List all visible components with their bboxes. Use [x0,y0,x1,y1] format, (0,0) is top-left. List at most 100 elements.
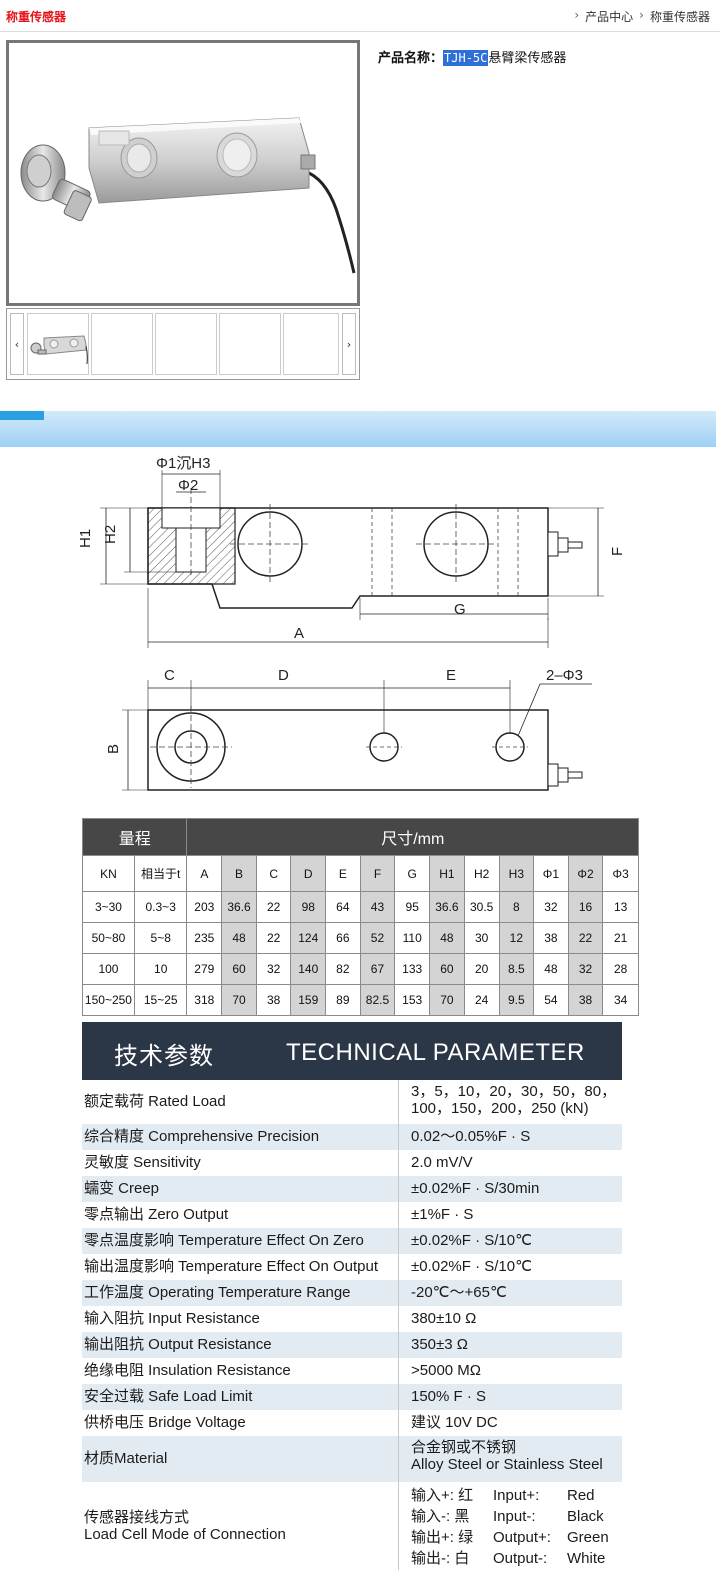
col-header: H1 [429,855,465,892]
table-column-header: KN 相当于t A B C D E F G H1 H2 H3 Φ1 Φ2 Φ3 [82,855,639,892]
table-cell: 12 [498,922,535,954]
wire-cn: 输入-: 黑 [411,1508,470,1526]
load-cell-thumbnail [30,335,88,365]
label-h2: H2 [102,525,119,544]
wire-color: White [567,1550,606,1568]
table-cell: 20 [463,953,500,985]
section-band-tab [0,411,44,420]
thumbnail-5[interactable] [283,313,339,375]
param-value: 380±10 Ω [398,1306,622,1332]
wire-cn: 输入+: 红 [411,1487,474,1505]
product-model: TJH-5C [443,50,489,66]
param-value: ±0.02%F · S/10℃ [398,1228,622,1254]
table-cell: 0.3~3 [133,891,188,923]
param-key: 额定载荷 Rated Load [84,1092,226,1110]
param-key: 传感器接线方式 Load Cell Mode of Connection [82,1482,398,1570]
next-thumbnail-button[interactable]: › [342,313,356,375]
col-header: H2 [463,855,500,892]
param-row: 综合精度 Comprehensive Precision 0.02～0.05%F… [82,1124,622,1150]
technical-parameter-header: 技术参数 TECHNICAL PARAMETER [82,1022,622,1080]
table-cell: 13 [602,891,639,923]
table-cell: 98 [290,891,327,923]
param-value-line: 合金钢或不锈钢 [411,1439,517,1456]
param-row: 零点温度影响 Temperature Effect On Zero ±0.02%… [82,1228,622,1254]
label-e: E [446,667,456,684]
table-row: 50~80 5~8 235 48 22 124 66 52 110 48 30 … [82,922,639,954]
table-cell: 34 [602,984,639,1016]
product-name: 产品名称：TJH-5C悬臂梁传感器 [378,47,566,66]
table-cell: 30.5 [463,891,500,923]
table-cell: 38 [567,984,604,1016]
param-row: 绝缘电阻 Insulation Resistance >5000 MΩ [82,1358,622,1384]
table-cell: 48 [533,953,569,985]
table-cell: 32 [255,953,292,985]
param-key: 材质Material [84,1449,168,1467]
col-header: C [255,855,292,892]
param-key: 输出阻抗 Output Resistance [84,1335,272,1353]
col-header: A [186,855,223,892]
table-row: 150~250 15~25 318 70 38 159 89 82.5 153 … [82,984,639,1016]
param-key: 零点输出 Zero Output [84,1205,229,1223]
table-cell: 124 [290,922,327,954]
col-header: Φ2 [567,855,604,892]
param-row: 零点输出 Zero Output ±1%F · S [82,1202,622,1228]
param-key: 零点温度影响 Temperature Effect On Zero [84,1231,364,1249]
table-cell: 60 [221,953,257,985]
param-row: 工作温度 Operating Temperature Range -20℃～+6… [82,1280,622,1306]
param-key: 输出温度影响 Temperature Effect On Output [84,1257,378,1275]
param-row: 安全过载 Safe Load Limit 150% F · S [82,1384,622,1410]
table-cell: 318 [186,984,223,1016]
param-row-connection: 传感器接线方式 Load Cell Mode of Connection 输入+… [82,1482,622,1570]
param-value-line: Alloy Steel or Stainless Steel [411,1455,603,1473]
table-cell: 16 [567,891,604,923]
label-phi3: 2–Φ3 [546,667,583,684]
table-cell: 38 [255,984,292,1016]
wire-en: Output+: [493,1529,551,1547]
label-g: G [454,601,466,618]
wire-color: Black [567,1508,604,1526]
wire-color: Green [567,1529,609,1547]
product-main-image[interactable] [6,40,360,306]
table-cell: 140 [290,953,327,985]
label-a: A [294,625,304,642]
category-title[interactable]: 称重传感器 [6,10,67,24]
wire-en: Input-: [493,1508,536,1526]
table-cell: 70 [221,984,257,1016]
param-value: 350±3 Ω [398,1332,622,1358]
param-row: 供桥电压 Bridge Voltage 建议 10V DC [82,1410,622,1436]
breadcrumb-product-center[interactable]: 产品中心 [585,10,634,24]
label-d: D [278,667,289,684]
chevron-right-icon: › [639,8,644,22]
table-cell: 82.5 [359,984,396,1016]
breadcrumb-weighing-sensor[interactable]: 称重传感器 [649,10,710,24]
thumbnail-3[interactable] [155,313,217,375]
table-cell: 22 [255,891,292,923]
table-cell: 43 [359,891,396,923]
table-cell: 8 [498,891,535,923]
param-key: 蠕变 Creep [84,1179,160,1197]
thumbnail-2[interactable] [91,313,153,375]
table-cell: 279 [186,953,223,985]
col-header: B [221,855,257,892]
param-row: 灵敏度 Sensitivity 2.0 mV/V [82,1150,622,1176]
table-cell: 133 [394,953,431,985]
connection-wiring: 输入+: 红 Input+: Red 输入-: 黑 Input-: Black … [398,1482,622,1570]
thumbnail-4[interactable] [219,313,281,375]
param-value: ±0.02%F · S/10℃ [398,1254,622,1280]
wire-color: Red [567,1487,595,1505]
label-h1: H1 [77,529,94,548]
col-header: 相当于t [133,855,188,892]
thumbnail-1[interactable] [27,313,89,375]
prev-thumbnail-button[interactable]: ‹ [10,313,24,375]
param-row: 输入阻抗 Input Resistance 380±10 Ω [82,1306,622,1332]
param-row: 额定载荷 Rated Load 3，5，10，20，30，50，80， 100，… [82,1080,622,1124]
param-row: 材质Material 合金钢或不锈钢 Alloy Steel or Stainl… [82,1436,622,1482]
table-cell: 10 [133,953,188,985]
top-bar: 称重传感器 › 产品中心 › 称重传感器 [0,0,720,32]
col-header: F [359,855,396,892]
table-cell: 235 [186,922,223,954]
col-header: Φ1 [533,855,569,892]
table-cell: 66 [325,922,361,954]
table-cell: 32 [533,891,569,923]
label-c: C [164,667,175,684]
